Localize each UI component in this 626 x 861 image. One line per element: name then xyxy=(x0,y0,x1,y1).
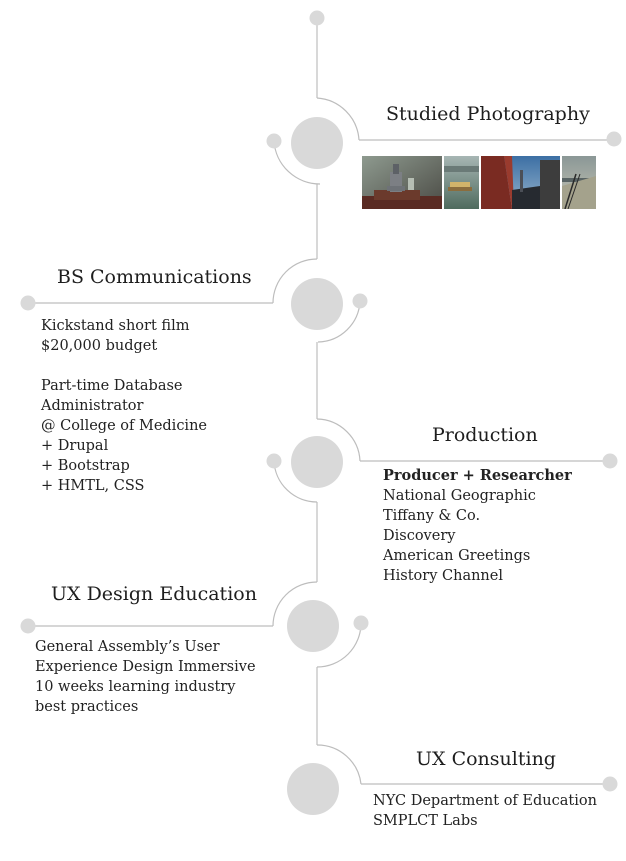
communications-line: Kickstand short film xyxy=(41,318,190,334)
communications-spacer xyxy=(41,356,207,376)
communications-side-dot xyxy=(352,293,368,309)
production-client: Discovery xyxy=(383,528,456,544)
production-node xyxy=(291,436,343,488)
photo-pier xyxy=(562,156,596,209)
communications-line: + Drupal xyxy=(41,438,109,454)
ux-education-line: 10 weeks learning industry xyxy=(35,679,236,695)
photography-title: Studied Photography xyxy=(386,103,590,125)
communications-title: BS Communications xyxy=(57,266,252,288)
ux-education-line: Experience Design Immersive xyxy=(35,659,256,675)
ux-consulting-end-dot xyxy=(602,776,618,792)
communications-line: Part-time Database xyxy=(41,378,183,394)
ux-education-title: UX Design Education xyxy=(51,583,257,605)
production-client: Tiffany & Co. xyxy=(383,508,481,524)
production-client: American Greetings xyxy=(383,548,531,564)
production-title: Production xyxy=(432,424,538,446)
photography-end-dot xyxy=(606,131,622,147)
ux-consulting-node xyxy=(287,763,339,815)
communications-line: @ College of Medicine xyxy=(41,418,207,434)
production-client: National Geographic xyxy=(383,488,536,504)
communications-line: Administrator xyxy=(41,398,144,414)
photo-city xyxy=(481,156,560,209)
photography-side-dot xyxy=(266,133,282,149)
ux-education-line: General Assembly’s User xyxy=(35,639,220,655)
ux-education-line: best practices xyxy=(35,699,139,715)
ux-consulting-details: NYC Department of Education SMPLCT Labs xyxy=(373,791,597,831)
production-client: History Channel xyxy=(383,568,503,584)
ux-education-details: General Assembly’s User Experience Desig… xyxy=(35,637,256,717)
communications-line: $20,000 budget xyxy=(41,338,158,354)
production-details: Producer + Researcher National Geographi… xyxy=(383,466,572,586)
communications-end-dot xyxy=(20,295,36,311)
production-end-dot xyxy=(602,453,618,469)
communications-line: + HMTL, CSS xyxy=(41,478,145,494)
communications-line: + Bootstrap xyxy=(41,458,130,474)
photo-strip xyxy=(362,156,596,209)
ux-education-node xyxy=(287,600,339,652)
photo-bolt xyxy=(362,156,442,209)
photography-node xyxy=(291,117,343,169)
timeline-top-dot xyxy=(309,10,325,26)
ux-consulting-client: SMPLCT Labs xyxy=(373,813,478,829)
communications-details: Kickstand short film $20,000 budget Part… xyxy=(41,316,207,496)
ux-consulting-title: UX Consulting xyxy=(416,748,556,770)
production-side-dot xyxy=(266,453,282,469)
ux-education-end-dot xyxy=(20,618,36,634)
ux-education-side-dot xyxy=(353,615,369,631)
photo-harbor xyxy=(444,156,479,209)
ux-consulting-client: NYC Department of Education xyxy=(373,793,597,809)
production-role: Producer + Researcher xyxy=(383,467,572,484)
communications-node xyxy=(291,278,343,330)
